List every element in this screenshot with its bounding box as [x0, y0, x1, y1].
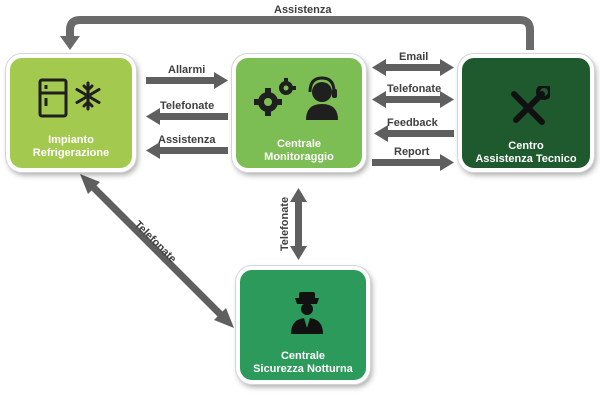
- arrow-telefonate-left: [158, 113, 228, 120]
- monitoraggio-label-line2: Monitoraggio: [264, 151, 334, 163]
- snowflake-icon: [75, 81, 101, 111]
- wrench-screwdriver-icon: [511, 91, 545, 125]
- arrow-telefonate-diagonal-head-bottom: [214, 308, 234, 328]
- arrow-assistenza-top: [66, 16, 534, 50]
- security-guard-icon: [291, 292, 323, 334]
- arrow-feedback: [386, 130, 454, 137]
- impianto-label-line2: Refrigerazione: [32, 147, 110, 159]
- arrow-telefonate-vertical-head-top: [290, 188, 307, 202]
- label-telefonate-right: Telefonate: [387, 83, 442, 95]
- label-report: Report: [394, 146, 430, 158]
- label-telefonate-vertical: Telefonate: [279, 196, 292, 252]
- arrow-assistenza-left-head: [146, 142, 160, 159]
- node-centrale-sicurezza-notturna: Centrale Sicurezza Notturna: [236, 266, 370, 384]
- sicurezza-label-line1: Centrale: [280, 350, 326, 362]
- arrow-assistenza-top-head: [60, 36, 80, 50]
- monitoraggio-label-line1: Centrale: [276, 138, 322, 150]
- arrow-telefonate-vertical-head-bottom: [290, 246, 307, 260]
- arrow-telefonate-vertical: [295, 200, 302, 248]
- impianto-label: Impianto Refrigerazione: [10, 134, 132, 160]
- arrow-telefonate-left-head: [146, 108, 160, 125]
- label-assistenza-top: Assistenza: [274, 4, 332, 16]
- node-centrale-monitoraggio: Centrale Monitoraggio: [232, 54, 366, 172]
- arrow-telefonate-diagonal: [89, 183, 225, 319]
- label-email: Email: [399, 51, 429, 63]
- headset-operator-icon: [306, 76, 338, 120]
- arrow-email-head-left: [372, 59, 386, 76]
- arrow-telefonate-right-head-left: [372, 91, 386, 108]
- sicurezza-label-line2: Sicurezza Notturna: [253, 363, 353, 375]
- assistenza-label: Centro Assistenza Tecnico: [462, 140, 590, 166]
- fridge-icon: [38, 78, 68, 118]
- arrow-email-head-right: [440, 59, 454, 76]
- monitoraggio-label: Centrale Monitoraggio: [236, 138, 362, 164]
- gears-headset-icons: [254, 76, 338, 120]
- arrow-report: [372, 159, 442, 166]
- node-centro-assistenza-tecnico: Centro Assistenza Tecnico: [458, 54, 594, 172]
- label-assistenza-left: Assistenza: [158, 134, 216, 146]
- gears-icon: [254, 78, 296, 116]
- assistenza-label-line1: Centro: [508, 140, 544, 152]
- impianto-label-line1: Impianto: [48, 134, 94, 146]
- arrow-assistenza-left: [158, 147, 228, 154]
- arrow-telefonate-right-head-right: [440, 91, 454, 108]
- arrow-allarmi-head: [214, 72, 228, 89]
- arrow-telefonate-right: [384, 96, 442, 103]
- label-telefonate-left: Telefonate: [160, 100, 215, 112]
- arrow-telefonate-diagonal-head-top: [80, 174, 100, 194]
- label-feedback: Feedback: [387, 117, 438, 129]
- sicurezza-label: Centrale Sicurezza Notturna: [240, 350, 366, 376]
- fridge-snowflake-icons: [38, 78, 101, 118]
- arrow-feedback-head: [374, 125, 388, 142]
- assistenza-label-line2: Assistenza Tecnico: [475, 153, 577, 165]
- label-allarmi: Allarmi: [168, 64, 206, 76]
- arrow-report-head: [440, 154, 454, 171]
- arrow-allarmi: [146, 77, 216, 84]
- node-impianto-refrigerazione: Impianto Refrigerazione: [6, 54, 136, 172]
- arrow-email: [384, 64, 442, 71]
- tools-icon: [511, 86, 550, 125]
